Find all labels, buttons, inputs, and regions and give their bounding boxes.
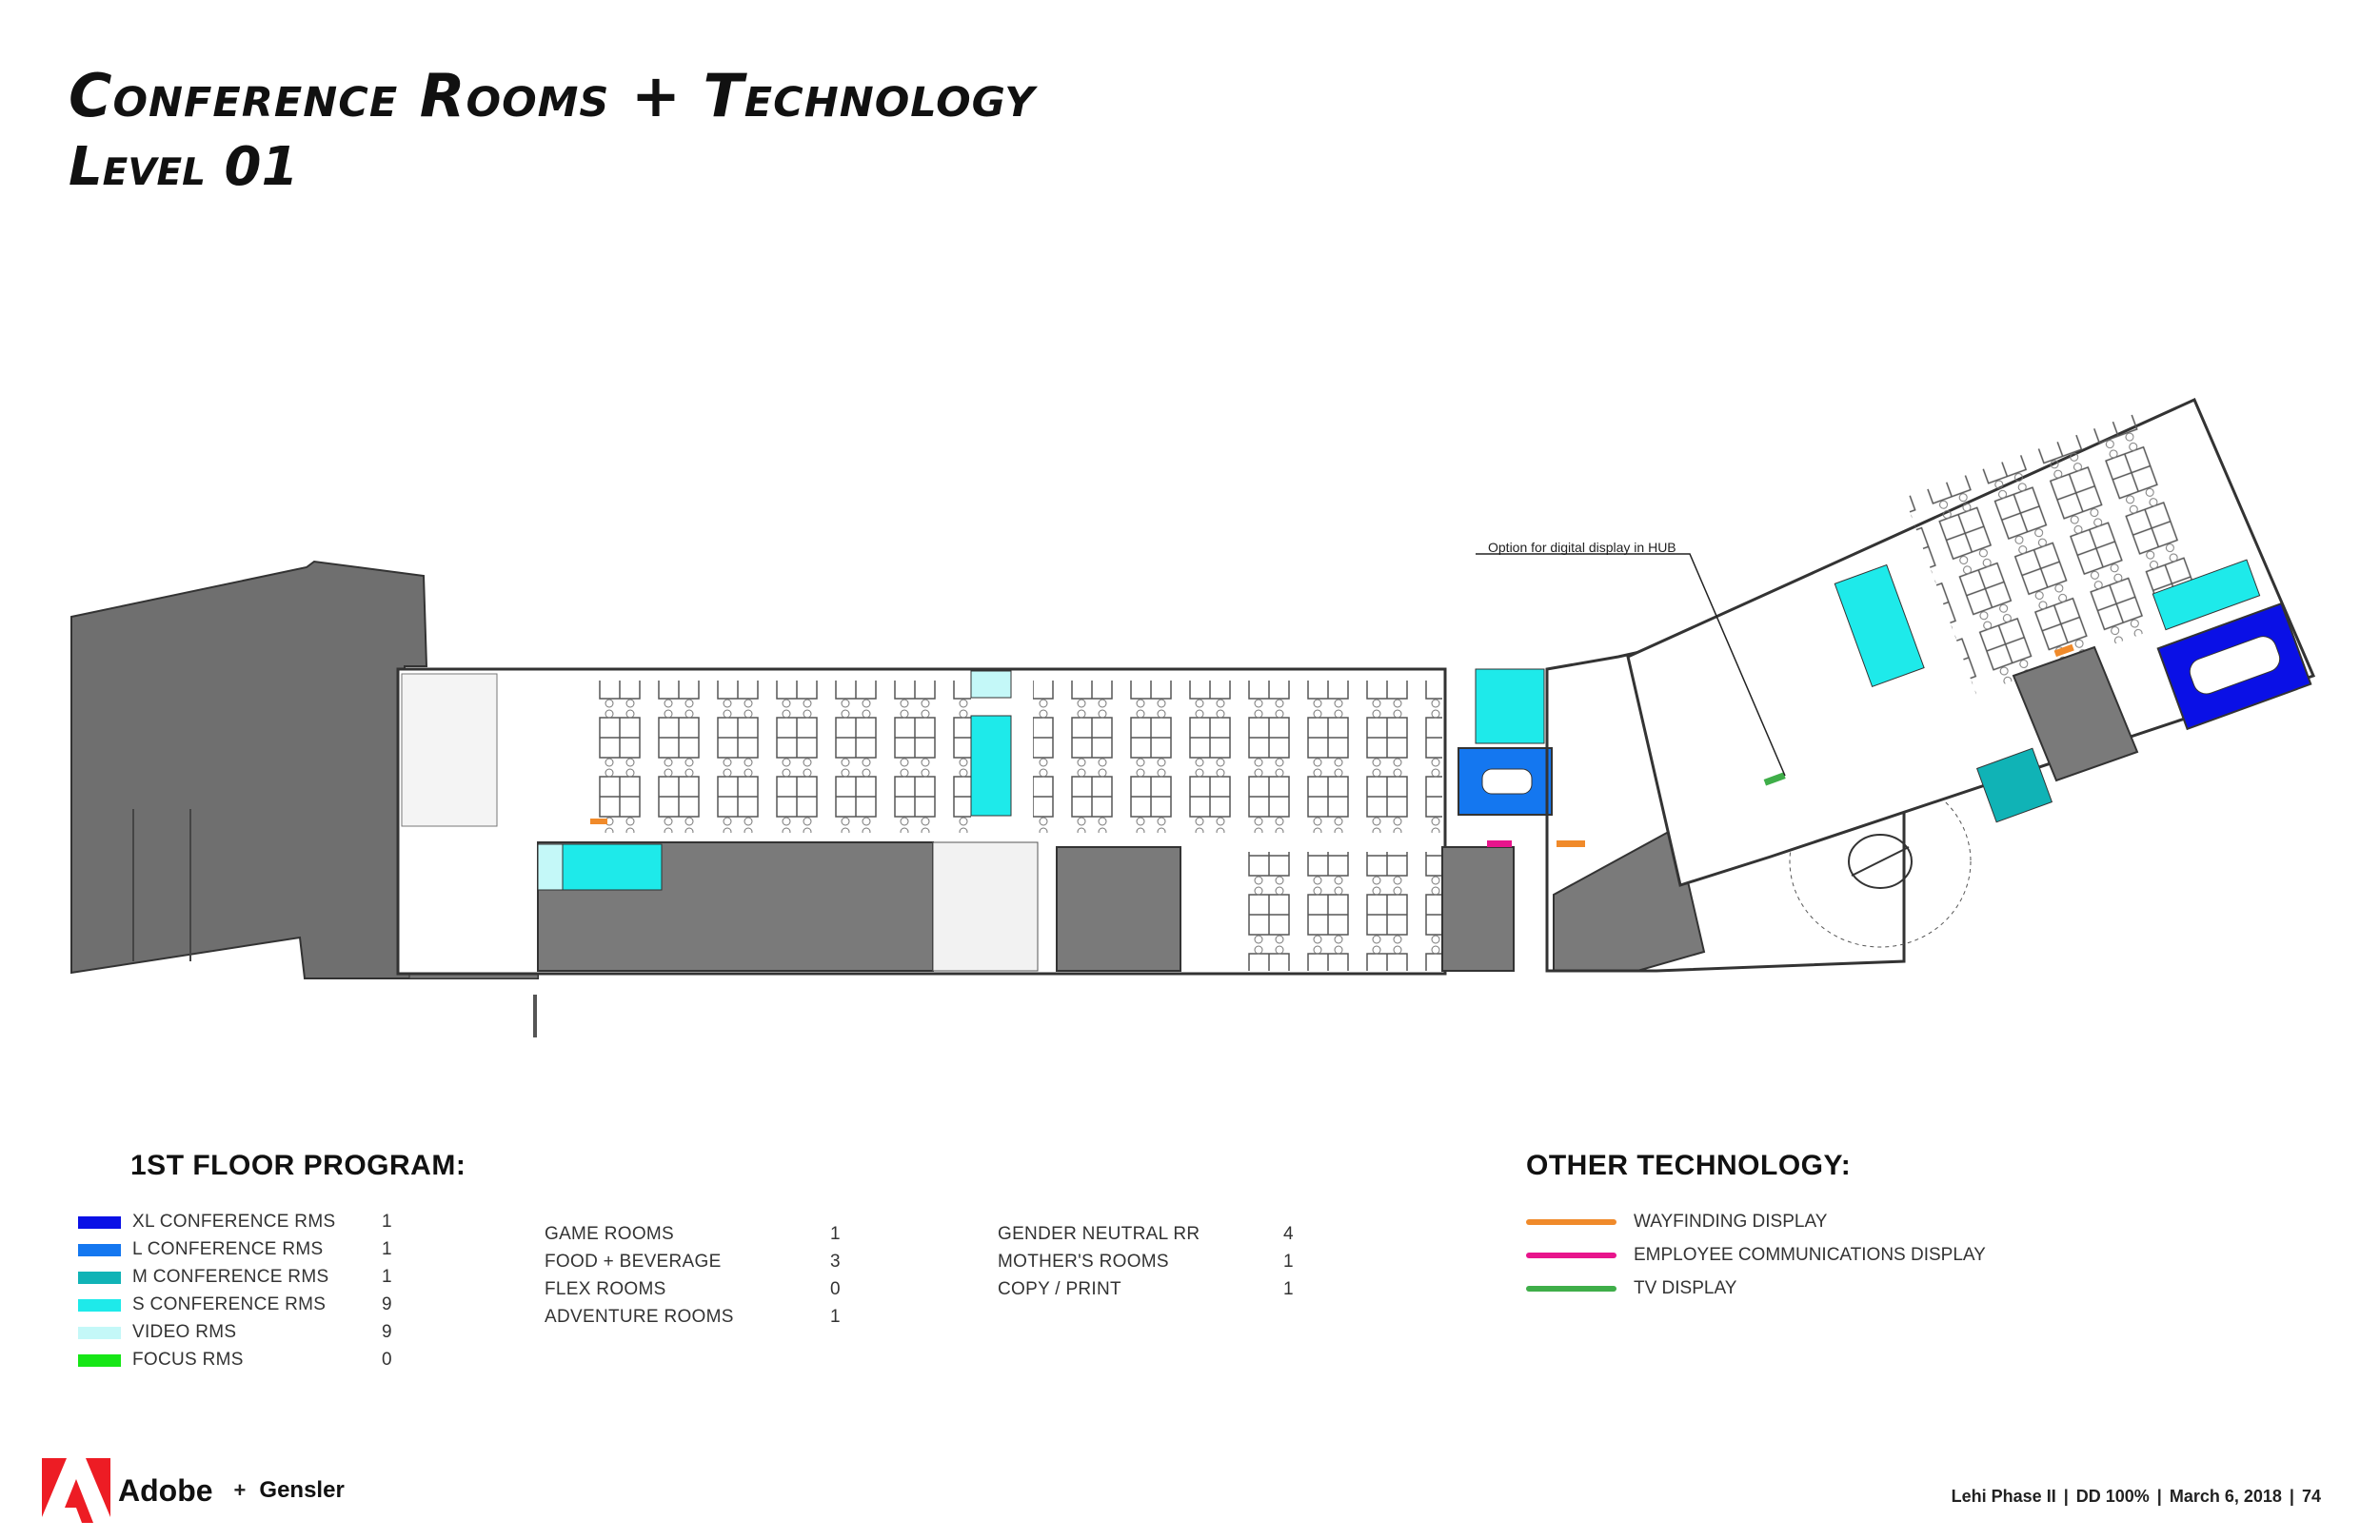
workspace-grid-b xyxy=(1033,681,1238,833)
legend-row-video: VIDEO RMS 9 xyxy=(78,1321,420,1344)
video-room-1 xyxy=(537,843,564,891)
workspace-grid-d xyxy=(1242,852,1442,971)
wayfinding-display-2 xyxy=(1557,840,1585,847)
partner-name: Gensler xyxy=(259,1477,345,1503)
project-name: Lehi Phase II xyxy=(1951,1487,2056,1506)
date-label: March 6, 2018 xyxy=(2169,1487,2282,1506)
wayfinding-display-3 xyxy=(2053,643,2074,658)
digital-display-annotation: Option for digital display in HUB xyxy=(1488,540,1676,555)
tv-display xyxy=(1763,772,1786,786)
technology-heading: OTHER TECHNOLOGY: xyxy=(1526,1150,1852,1181)
tech-line-swatch xyxy=(1526,1219,1616,1225)
page-title: Conference Rooms + Technology xyxy=(69,61,1036,130)
adobe-logo-icon xyxy=(42,1458,110,1523)
legend-swatch xyxy=(78,1215,121,1229)
video-room-2 xyxy=(970,670,1012,699)
page-subtitle: Level 01 xyxy=(69,136,299,198)
legend-swatch xyxy=(78,1243,121,1256)
brand-plus: + xyxy=(233,1478,247,1502)
s-conference-room-3 xyxy=(1475,668,1545,744)
legend-swatch xyxy=(78,1353,121,1367)
legend-row-focus: FOCUS RMS 0 xyxy=(78,1349,420,1372)
footer-meta: Lehi Phase II | DD 100% | March 6, 2018 … xyxy=(1951,1487,2321,1506)
tech-row-employee-comms: EMPLOYEE COMMUNICATIONS DISPLAY xyxy=(1526,1244,1986,1267)
employee-comms-display xyxy=(1487,840,1512,847)
breakout-area xyxy=(401,673,498,827)
core-block-east xyxy=(2012,645,2139,782)
s-conference-room-2 xyxy=(970,715,1012,817)
tech-line-swatch xyxy=(1526,1253,1616,1258)
workspace-grid-c xyxy=(1242,681,1442,833)
legend-row-xl: XL CONFERENCE RMS 1 xyxy=(78,1211,420,1234)
tech-line-swatch xyxy=(1526,1286,1616,1292)
brand-name: Adobe xyxy=(118,1472,213,1508)
annotation-leader xyxy=(1476,553,1786,777)
legend-swatch xyxy=(78,1326,121,1339)
s-conference-room-east-1 xyxy=(1834,563,1925,688)
lobby-stair xyxy=(1553,826,1706,972)
wayfinding-display-1 xyxy=(590,819,607,824)
phase-label: DD 100% xyxy=(2075,1487,2150,1506)
page-number: 74 xyxy=(2301,1487,2321,1506)
service-block-a xyxy=(537,841,934,972)
s-conference-room-1 xyxy=(562,843,663,891)
workspace-grid-east xyxy=(1904,409,2218,695)
service-block-c xyxy=(1441,846,1515,972)
legend-row-s: S CONFERENCE RMS 9 xyxy=(78,1293,420,1316)
legend-row-m: M CONFERENCE RMS 1 xyxy=(78,1266,420,1289)
tech-row-wayfinding: WAYFINDING DISPLAY xyxy=(1526,1211,1827,1234)
tech-row-tv: TV DISPLAY xyxy=(1526,1277,1736,1300)
workspace-grid-a xyxy=(595,681,971,833)
legend-row-l: L CONFERENCE RMS 1 xyxy=(78,1238,420,1261)
s-conference-room-east-2 xyxy=(2152,559,2261,631)
m-conference-room xyxy=(1975,747,2053,823)
legend-swatch xyxy=(78,1298,121,1312)
legend-swatch xyxy=(78,1271,121,1284)
program-heading: 1ST FLOOR PROGRAM: xyxy=(130,1150,466,1181)
service-block-b xyxy=(1056,846,1181,972)
footer-logo: Adobe + Gensler xyxy=(42,1458,345,1523)
restroom-block xyxy=(932,841,1039,972)
